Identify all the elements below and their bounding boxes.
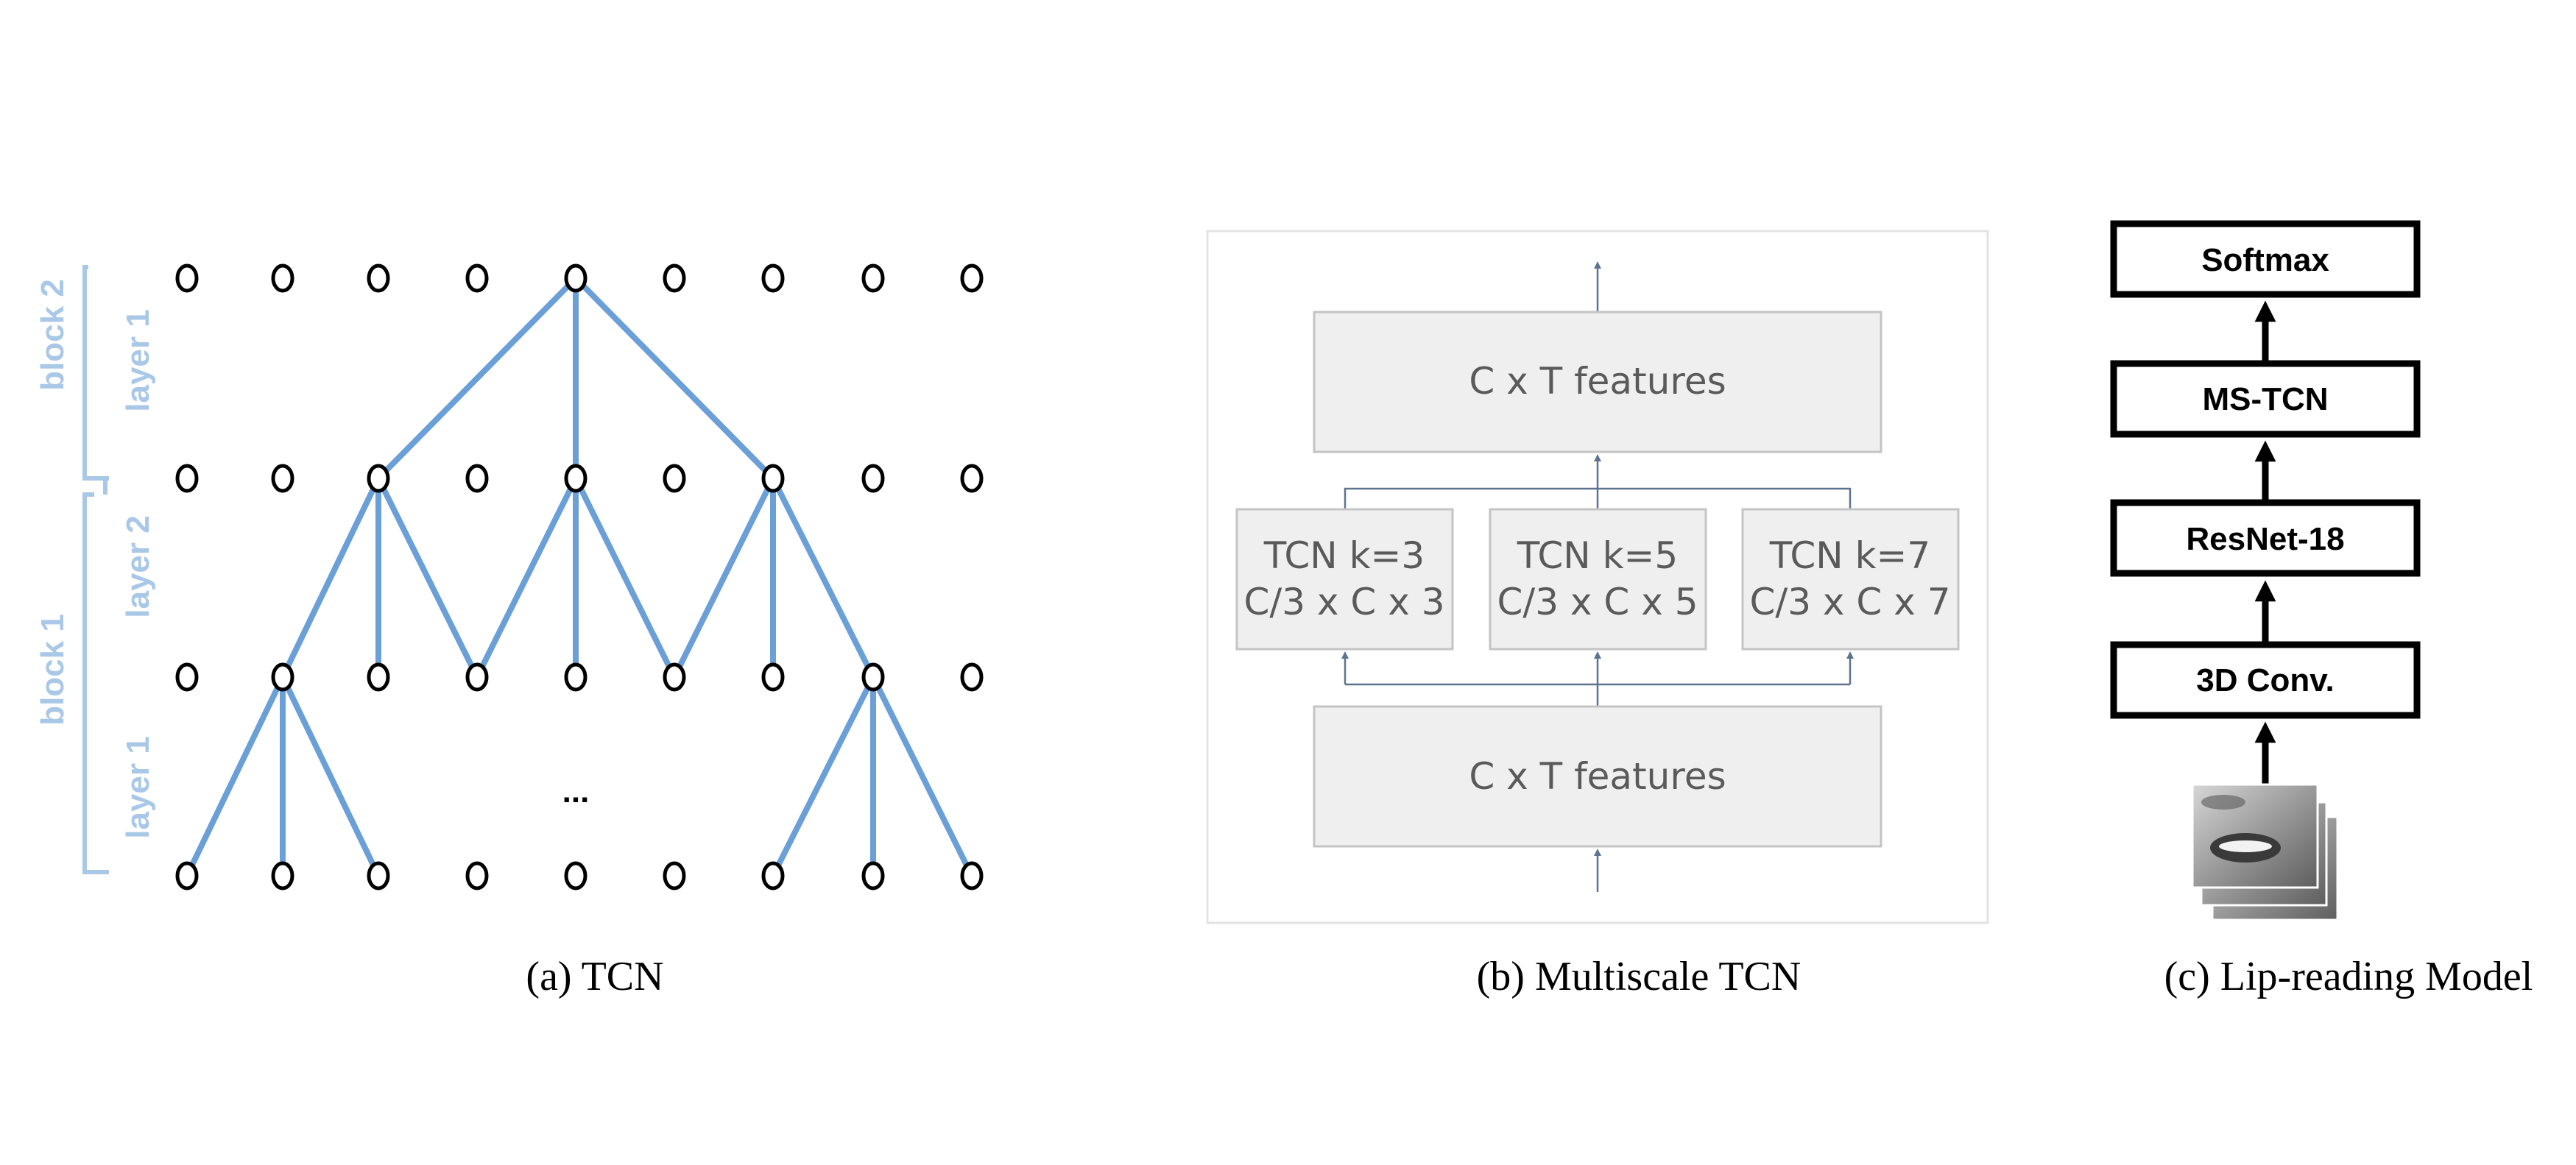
tcn-edge	[375, 475, 480, 680]
tcn-node	[761, 263, 785, 293]
branch-k5-line1: TCN k=5	[1517, 534, 1678, 577]
block1-layer1-label: layer 1	[120, 736, 156, 838]
tcn-edge	[770, 674, 876, 879]
tcn-nodes	[175, 263, 984, 890]
tcn-node	[960, 861, 984, 890]
tcn-node	[271, 464, 294, 493]
tcn-node	[861, 464, 885, 493]
resnet-label: ResNet-18	[2186, 521, 2344, 557]
mouth-frames-image	[2191, 783, 2339, 921]
branch-k7-line1: TCN k=7	[1769, 534, 1930, 577]
tcn-node	[271, 263, 294, 293]
tcn-edge	[184, 674, 286, 879]
tcn-node	[861, 662, 885, 692]
tcn-node	[465, 464, 489, 493]
conv3d-label: 3D Conv.	[2196, 662, 2334, 698]
tcn-node	[861, 861, 885, 890]
tcn-node	[663, 662, 686, 692]
bottom-features-label: C x T features	[1469, 755, 1726, 798]
tcn-node	[564, 861, 587, 890]
resnet-box	[2110, 499, 2421, 577]
tcn-node	[465, 662, 489, 692]
tcn-node	[761, 464, 785, 493]
top-features-box	[1313, 311, 1882, 453]
tcn-edge	[375, 275, 579, 481]
branch-k3-line2: C/3 x C x 3	[1243, 581, 1444, 623]
bottom-features-box	[1313, 705, 1882, 848]
branch-k5-box	[1489, 508, 1707, 651]
block-brackets	[82, 265, 109, 874]
tcn-node	[960, 464, 984, 493]
tcn-node	[271, 662, 294, 692]
mstcn-label: MS-TCN	[2202, 381, 2328, 417]
tcn-node	[465, 861, 489, 890]
block1-label: block 1	[35, 614, 71, 726]
conv3d-box	[2110, 641, 2421, 719]
caption-b: (b) Multiscale TCN	[1477, 954, 1802, 999]
mstcn-box	[2110, 360, 2421, 438]
tcn-edge	[870, 674, 975, 879]
tcn-node	[663, 464, 686, 493]
block2-layer1-label: layer 1	[120, 309, 156, 411]
branch-k3-line1: TCN k=3	[1263, 534, 1425, 577]
caption-c: (c) Lip-reading Model	[2164, 954, 2533, 999]
top-features-label: C x T features	[1469, 360, 1726, 403]
tcn-edge	[474, 475, 579, 680]
tcn-node	[564, 263, 587, 293]
tcn-edge	[573, 475, 677, 680]
softmax-box	[2110, 220, 2421, 298]
tcn-node	[175, 662, 199, 692]
tcn-node	[367, 464, 390, 493]
tcn-node	[465, 263, 489, 293]
tcn-node	[761, 662, 785, 692]
tcn-edge	[573, 275, 776, 481]
block2-label: block 2	[35, 279, 71, 391]
tcn-node	[960, 263, 984, 293]
tcn-node	[367, 662, 390, 692]
tcn-node	[175, 464, 199, 493]
split-connectors	[1341, 651, 1854, 707]
multiscale-tcn-diagram: C x T features TCN k=3 C/3 x C x 3 TCN k…	[1206, 230, 1989, 999]
tcn-node	[367, 861, 390, 890]
caption-a: (a) TCN	[526, 954, 663, 999]
branch-k7-box	[1741, 508, 1960, 651]
tcn-edge	[770, 475, 876, 680]
branch-k7-line2: C/3 x C x 7	[1749, 581, 1950, 623]
tcn-node	[663, 861, 686, 890]
branch-k5-line2: C/3 x C x 5	[1497, 581, 1698, 623]
tcn-edge	[280, 475, 381, 680]
tcn-edge	[671, 475, 776, 680]
tcn-edge	[280, 674, 381, 879]
tcn-diagram: block 2 block 1 layer 1 layer 2 layer 1 …	[35, 263, 984, 999]
tcn-node	[663, 263, 686, 293]
tcn-node	[564, 464, 587, 493]
tcn-node	[960, 662, 984, 692]
tcn-node	[271, 861, 294, 890]
tcn-node	[175, 263, 199, 293]
tcn-edges	[184, 275, 975, 879]
tcn-node	[861, 263, 885, 293]
tcn-node	[761, 861, 785, 890]
block1-layer2-label: layer 2	[120, 515, 156, 617]
tcn-node	[367, 263, 390, 293]
ellipsis: ...	[562, 773, 590, 810]
tcn-node	[175, 861, 199, 890]
merge-connectors	[1344, 454, 1852, 509]
lip-reading-model-diagram: Softmax MS-TCN ResNet-18 3D Conv. (c) Li…	[2110, 220, 2533, 999]
tcn-node	[564, 662, 587, 692]
branch-k3-box	[1235, 508, 1454, 651]
softmax-label: Softmax	[2201, 242, 2329, 278]
